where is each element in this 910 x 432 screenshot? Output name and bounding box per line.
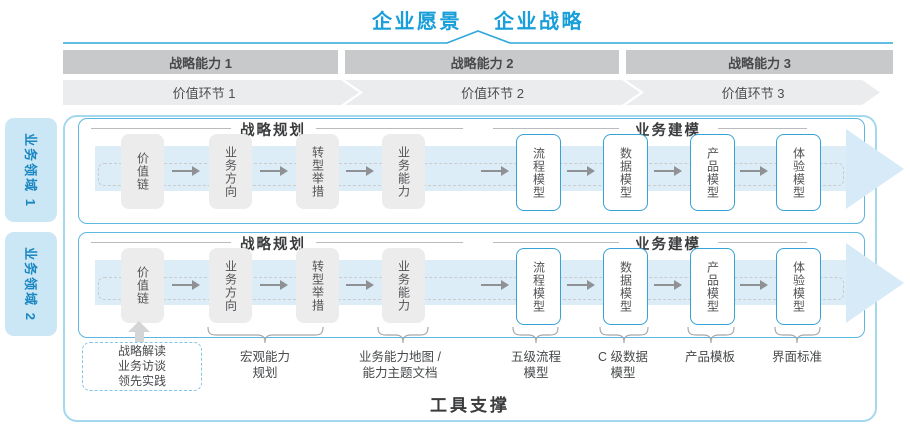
box-product-model: 产品模型 [690, 134, 735, 211]
box-label: 业务能力 [396, 145, 411, 198]
box-experience-model: 体验模型 [776, 248, 821, 325]
practice-line: 战略解读 [117, 344, 166, 358]
note-product-template: 产品模板 [684, 350, 735, 364]
box-product-model: 产品模型 [690, 248, 735, 325]
flow-arrow-icon [172, 166, 200, 176]
value-chain-label: 价值环节 1 [172, 86, 236, 101]
box-process-model: 流程模型 [516, 134, 561, 211]
up-arrow-icon [128, 321, 150, 346]
practice-line: 领先实践 [117, 374, 166, 388]
box-label: 转型举措 [310, 145, 325, 198]
flow-arrow-icon [654, 166, 682, 176]
note-process-model: 五级流程 模型 [510, 350, 561, 380]
header-rule [91, 242, 231, 243]
capability-label: 战略能力 2 [450, 55, 514, 71]
business-modeling-header: 业务建模 [635, 123, 701, 139]
box-label: 业务能力 [396, 259, 411, 312]
business-domain-row-2: 战略规划 业务建模 价值链 业务方向 转型举措 业务能力 流程模型 数据模型 产… [78, 232, 904, 338]
value-chain-segment-3: 价值环节 3 [626, 80, 880, 105]
value-chain-label: 价值环节 2 [461, 86, 524, 101]
business-domain-row-1: 战略规划 业务建模 价值链 业务方向 转型举措 业务能力 流程模型 数据模型 产… [78, 118, 904, 224]
box-label: 业务方向 [223, 259, 238, 312]
dashed-track [98, 163, 844, 186]
header-rule [493, 128, 619, 129]
strategic-planning-header: 战略规划 [240, 123, 306, 139]
flow-arrow-icon [346, 166, 374, 176]
box-business-direction: 业务方向 [209, 134, 252, 209]
box-transformation-initiatives: 转型举措 [296, 248, 339, 323]
box-label: 业务方向 [223, 145, 238, 198]
capability-label: 战略能力 1 [169, 55, 232, 71]
practice-line: 业务访谈 [117, 359, 166, 373]
box-business-capability: 业务能力 [382, 134, 425, 209]
flow-arrow-icon [346, 280, 374, 290]
box-business-direction: 业务方向 [209, 248, 252, 323]
header-rule [718, 128, 807, 129]
flow-arrow-icon [481, 280, 509, 290]
header-rule [493, 242, 619, 243]
header-rule [91, 128, 231, 129]
business-modeling-header: 业务建模 [635, 237, 701, 253]
flow-arrow-icon [740, 166, 768, 176]
flow-arrow-icon [567, 280, 595, 290]
box-label: 价值链 [135, 152, 150, 191]
note-capability-map: 业务能力地图 / 能力主题文档 [359, 350, 441, 380]
capability-bar-segment-2: 战略能力 2 [345, 50, 619, 74]
box-label: 数据模型 [618, 260, 633, 313]
box-label: 转型举措 [310, 259, 325, 312]
flow-arrow-icon [172, 280, 200, 290]
box-label: 数据模型 [618, 146, 633, 199]
box-label: 价值链 [135, 266, 150, 305]
vision-title: 企业愿景 [372, 11, 462, 33]
note-ui-standard: 界面标准 [771, 350, 822, 364]
box-label: 体验模型 [791, 260, 806, 313]
flow-arrow-icon [260, 280, 288, 290]
flow-arrow-icon [654, 280, 682, 290]
box-data-model: 数据模型 [603, 248, 648, 325]
strategy-title: 企业战略 [494, 11, 584, 33]
box-label: 产品模型 [705, 260, 720, 313]
capability-bar-segment-1: 战略能力 1 [63, 50, 338, 74]
box-label: 流程模型 [531, 146, 546, 199]
value-chain-segment-1: 价值环节 1 [63, 80, 359, 105]
note-data-model: C 级数据 模型 [597, 350, 648, 380]
note-macro-capability: 宏观能力 规划 [239, 350, 290, 380]
box-experience-model: 体验模型 [776, 134, 821, 211]
header-rule [316, 242, 463, 243]
box-label: 流程模型 [531, 260, 546, 313]
domain-label: 业务领域 1 [22, 132, 38, 208]
header-rule [718, 242, 807, 243]
strategic-planning-header: 战略规划 [240, 237, 306, 253]
value-chain-segment-2: 价值环节 2 [345, 80, 640, 105]
sidebar-item-domain-2: 业务领域 2 [5, 232, 57, 336]
capability-bar-segment-3: 战略能力 3 [626, 50, 893, 74]
box-process-model: 流程模型 [516, 248, 561, 325]
box-data-model: 数据模型 [603, 134, 648, 211]
capability-label: 战略能力 3 [728, 55, 791, 71]
dashed-track [98, 277, 844, 300]
tool-support-title: 工具支撑 [430, 396, 510, 415]
box-label: 体验模型 [791, 146, 806, 199]
practice-input-box: 战略解读 业务访谈 领先实践 [82, 342, 202, 391]
page-title: 企业愿景 企业战略 [372, 5, 584, 34]
sidebar-item-domain-1: 业务领域 1 [5, 118, 57, 222]
flow-arrow-icon [481, 166, 509, 176]
flow-arrow-icon [567, 166, 595, 176]
flow-arrow-icon [740, 280, 768, 290]
header-rule [316, 128, 463, 129]
box-value-chain: 价值链 [121, 248, 164, 323]
box-value-chain: 价值链 [121, 134, 164, 209]
box-business-capability: 业务能力 [382, 248, 425, 323]
box-transformation-initiatives: 转型举措 [296, 134, 339, 209]
flow-arrow-icon [260, 166, 288, 176]
domain-label: 业务领域 2 [22, 246, 38, 322]
box-label: 产品模型 [705, 146, 720, 199]
value-chain-label: 价值环节 3 [721, 86, 785, 101]
